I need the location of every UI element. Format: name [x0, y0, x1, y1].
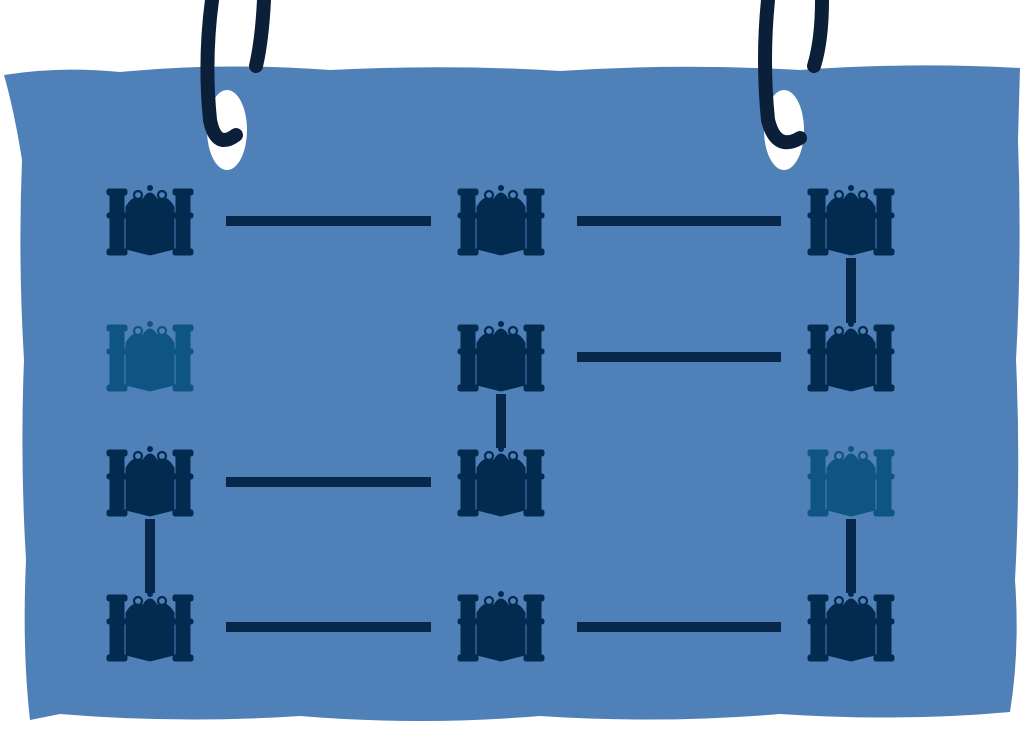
gate-node-r0c2[interactable] — [806, 185, 896, 257]
hanger-hole-left — [207, 90, 247, 170]
ornate-gate-icon — [105, 185, 195, 257]
ornate-gate-icon — [105, 321, 195, 393]
ornate-gate-icon — [806, 185, 896, 257]
link-r0c0-r0c1[interactable] — [226, 216, 431, 226]
ornate-gate-icon — [105, 446, 195, 518]
link-r0c2-r1c2[interactable] — [846, 258, 856, 323]
gate-node-r3c0[interactable] — [105, 591, 195, 663]
ornate-gate-icon — [456, 185, 546, 257]
gate-node-r1c0[interactable] — [105, 321, 195, 393]
ornate-gate-icon — [105, 591, 195, 663]
link-r0c1-r0c2[interactable] — [577, 216, 781, 226]
link-r3c1-r3c2[interactable] — [577, 622, 781, 632]
gate-node-r0c0[interactable] — [105, 185, 195, 257]
gate-node-r2c1[interactable] — [456, 446, 546, 518]
ornate-gate-icon — [806, 321, 896, 393]
link-r2c0-r3c0[interactable] — [145, 519, 155, 593]
ornate-gate-icon — [456, 446, 546, 518]
gate-node-r2c2[interactable] — [806, 446, 896, 518]
ornate-gate-icon — [806, 591, 896, 663]
ropes — [200, 0, 829, 150]
ornate-gate-icon — [806, 446, 896, 518]
gate-node-r1c1[interactable] — [456, 321, 546, 393]
link-r1c1-r1c2[interactable] — [577, 352, 781, 362]
link-r1c1-r2c1[interactable] — [496, 394, 506, 448]
gate-node-r1c2[interactable] — [806, 321, 896, 393]
sign-board — [4, 65, 1020, 721]
link-r2c2-r3c2[interactable] — [846, 519, 856, 593]
gate-node-r3c2[interactable] — [806, 591, 896, 663]
links-layer — [145, 216, 856, 632]
link-r2c0-r2c1[interactable] — [226, 477, 431, 487]
gate-node-r3c1[interactable] — [456, 591, 546, 663]
gate-node-r0c1[interactable] — [456, 185, 546, 257]
rope-left — [200, 0, 271, 147]
ornate-gate-icon — [456, 591, 546, 663]
rope-right — [758, 0, 829, 150]
link-r3c0-r3c1[interactable] — [226, 622, 431, 632]
gate-node-r2c0[interactable] — [105, 446, 195, 518]
ornate-gate-icon — [456, 321, 546, 393]
